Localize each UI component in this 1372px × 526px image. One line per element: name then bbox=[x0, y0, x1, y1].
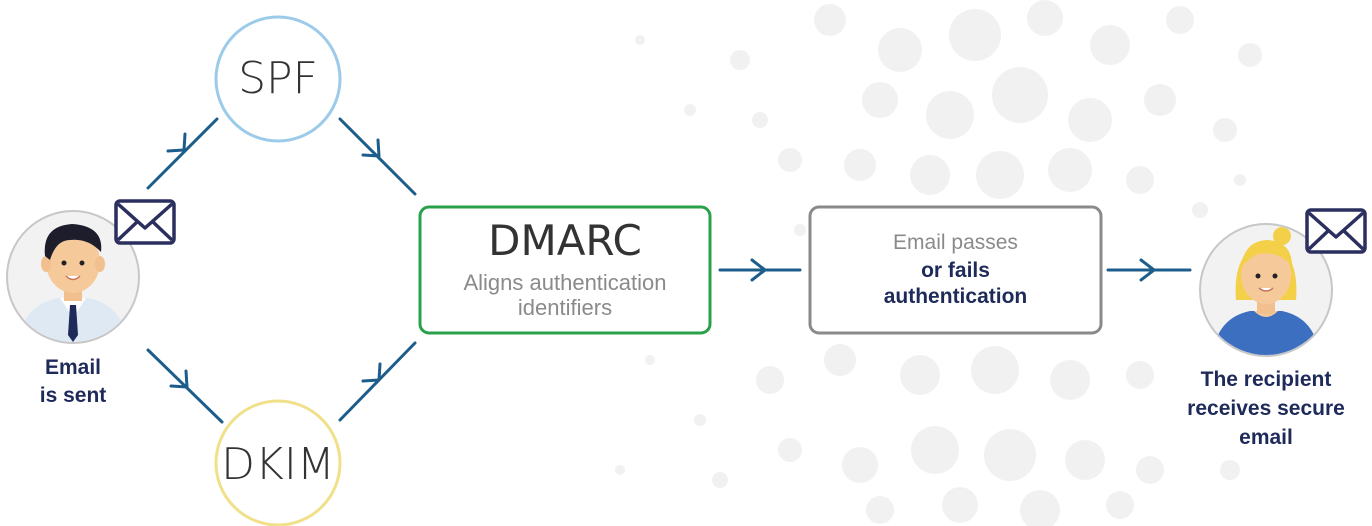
dmarc-description-line-2: identifiers bbox=[517, 295, 613, 320]
background-dot bbox=[1220, 460, 1240, 480]
result-line-3: authentication bbox=[883, 285, 1028, 308]
background-dot bbox=[635, 35, 645, 45]
sender-label-line-2: is sent bbox=[39, 384, 107, 407]
background-dot bbox=[1213, 118, 1237, 142]
dmarc-title: DMARC bbox=[488, 216, 642, 265]
background-dot bbox=[824, 344, 856, 376]
background-dot bbox=[1048, 148, 1092, 192]
background-dot bbox=[794, 224, 806, 236]
background-dot bbox=[1106, 491, 1134, 519]
background-dot bbox=[1020, 490, 1060, 526]
dot-pattern-background bbox=[615, 0, 1262, 526]
dmarc-box bbox=[418, 205, 712, 335]
background-dot bbox=[844, 149, 876, 181]
arrow-icon bbox=[1106, 258, 1192, 282]
background-dot bbox=[949, 9, 1001, 61]
background-dot bbox=[615, 465, 625, 475]
background-dot bbox=[878, 28, 922, 72]
spf-circle bbox=[214, 15, 342, 143]
background-dot bbox=[694, 414, 706, 426]
arrow-icon bbox=[146, 348, 224, 424]
background-dot bbox=[752, 112, 768, 128]
background-dot bbox=[842, 447, 878, 483]
background-dot bbox=[992, 67, 1048, 123]
arrow-icon bbox=[338, 117, 417, 196]
background-dot bbox=[862, 82, 898, 118]
background-dot bbox=[971, 346, 1019, 394]
background-dot bbox=[756, 366, 784, 394]
background-dot bbox=[684, 104, 696, 116]
result-line-1: Email passes bbox=[893, 231, 1018, 254]
background-dot bbox=[778, 148, 802, 172]
background-dot bbox=[1126, 361, 1154, 389]
background-dot bbox=[730, 50, 750, 70]
sender-avatar bbox=[6, 210, 140, 344]
dkim-circle bbox=[214, 399, 342, 526]
background-dot bbox=[926, 91, 974, 139]
arrow-icon bbox=[718, 258, 802, 282]
background-dot bbox=[1144, 84, 1176, 116]
background-dot bbox=[1027, 0, 1063, 36]
flow-arrows bbox=[146, 117, 1192, 424]
result-line-2: or fails bbox=[921, 259, 990, 282]
background-dot bbox=[1234, 174, 1246, 186]
background-dot bbox=[942, 487, 978, 523]
recipient-label-line-3: email bbox=[1239, 426, 1293, 449]
background-dot bbox=[1136, 456, 1164, 484]
background-dot bbox=[778, 438, 802, 462]
background-dot bbox=[984, 429, 1036, 481]
sender-label-line-1: Email bbox=[44, 356, 102, 379]
background-dot bbox=[866, 496, 894, 524]
background-dot bbox=[1238, 43, 1262, 67]
envelope-icon bbox=[114, 199, 176, 245]
background-dot bbox=[911, 426, 959, 474]
recipient-label-line-1: The recipient bbox=[1200, 368, 1332, 391]
recipient-label-line-2: receives secure bbox=[1187, 397, 1345, 420]
spf-label: SPF bbox=[238, 53, 318, 104]
background-dot bbox=[712, 472, 728, 488]
background-dot bbox=[1068, 98, 1112, 142]
dkim-label: DKIM bbox=[221, 439, 335, 490]
background-dot bbox=[900, 355, 940, 395]
background-dot bbox=[1065, 440, 1105, 480]
background-dot bbox=[645, 355, 655, 365]
background-dot bbox=[1090, 25, 1130, 65]
arrow-icon bbox=[146, 117, 219, 190]
recipient-avatar bbox=[1199, 223, 1333, 357]
background-dot bbox=[1192, 202, 1208, 218]
background-dot bbox=[1050, 360, 1090, 400]
background-dot bbox=[910, 155, 950, 195]
background-dot bbox=[814, 4, 846, 36]
background-dot bbox=[976, 151, 1024, 199]
envelope-icon bbox=[1305, 208, 1367, 254]
arrow-icon bbox=[338, 341, 417, 422]
dmarc-description-line-1: Aligns authentication bbox=[463, 270, 667, 295]
result-box bbox=[808, 205, 1103, 335]
background-dot bbox=[1126, 166, 1154, 194]
background-dot bbox=[1166, 6, 1194, 34]
